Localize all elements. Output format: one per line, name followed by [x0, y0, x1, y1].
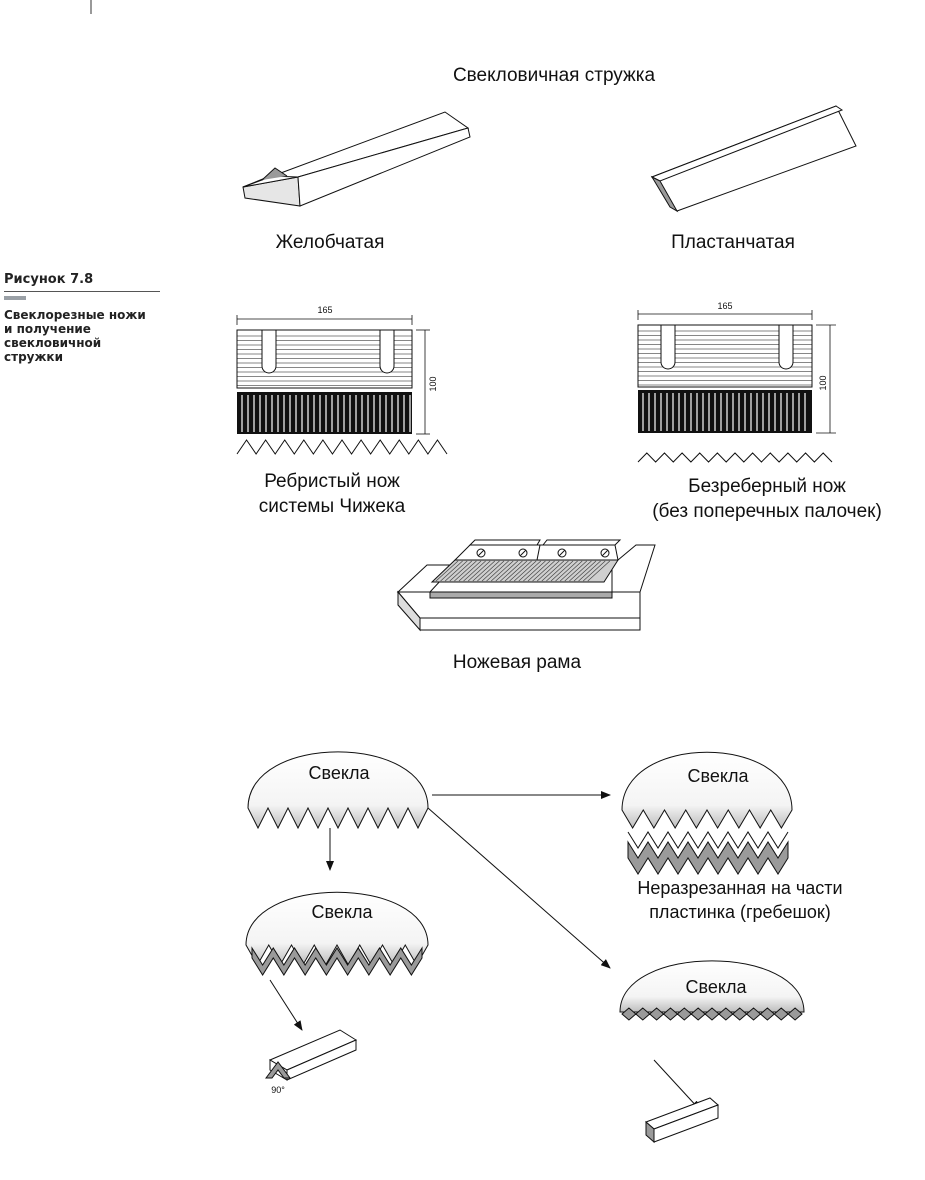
ribless-knife-width: 165 [717, 301, 732, 311]
ribless-knife-height: 100 [818, 375, 828, 390]
uncut-plate-label-2: пластинка (гребешок) [649, 902, 831, 922]
beet-uncut-plate [621, 751, 793, 875]
grooved-chip-label: Желобчатая [276, 232, 385, 253]
plate-chip-illustration [650, 105, 857, 213]
beet-label-top-left: Свекла [309, 763, 371, 783]
figure-caption-text: Свеклорезные ножи и получение свекловичн… [4, 308, 146, 364]
arrow-to-groove-chip [269, 979, 303, 1031]
beet-grooved-cut [245, 891, 429, 976]
angle-label: 90° [271, 1085, 285, 1095]
ribbed-knife-height: 100 [428, 376, 438, 391]
ribbed-knife-width: 165 [317, 305, 332, 315]
process-arrows [269, 791, 701, 1111]
uncut-plate-label-1: Неразрезанная на части [637, 878, 842, 898]
figure-number: Рисунок 7.8 [4, 272, 94, 287]
figure-caption: Рисунок 7.8 Свеклорезные ножи и получени… [4, 272, 164, 364]
diagram-title: Свекловичная стружка [453, 65, 656, 86]
beet-whole [247, 751, 429, 830]
ribbed-knife-drawing: 165 100 [236, 305, 448, 455]
plate-chip-label: Пластанчатая [671, 232, 795, 253]
result-plate-chip [645, 1097, 719, 1144]
ribless-knife-drawing: 165 100 [637, 301, 836, 463]
arrow-to-plate-chip [653, 1059, 701, 1111]
ribless-knife-label-1: Безреберный нож [688, 476, 846, 497]
beet-label-lower-right: Свекла [686, 977, 748, 997]
result-grooved-chip [265, 1029, 358, 1081]
ribless-knife-label-2: (без поперечных палочек) [652, 501, 882, 522]
beet-diamond-cut [619, 960, 805, 1021]
ribbed-knife-label-2: системы Чижека [259, 496, 406, 517]
knife-frame-illustration [396, 539, 656, 632]
ribbed-knife-label-1: Ребристый нож [264, 471, 400, 492]
beet-label-lower-left: Свекла [312, 902, 374, 922]
beet-label-top-right: Свекла [688, 766, 750, 786]
caption-rule [4, 291, 160, 292]
arrow-diagonal [427, 807, 611, 969]
knife-frame-label: Ножевая рама [453, 652, 582, 673]
caption-mark [4, 296, 26, 300]
grooved-chip-illustration [242, 111, 471, 207]
